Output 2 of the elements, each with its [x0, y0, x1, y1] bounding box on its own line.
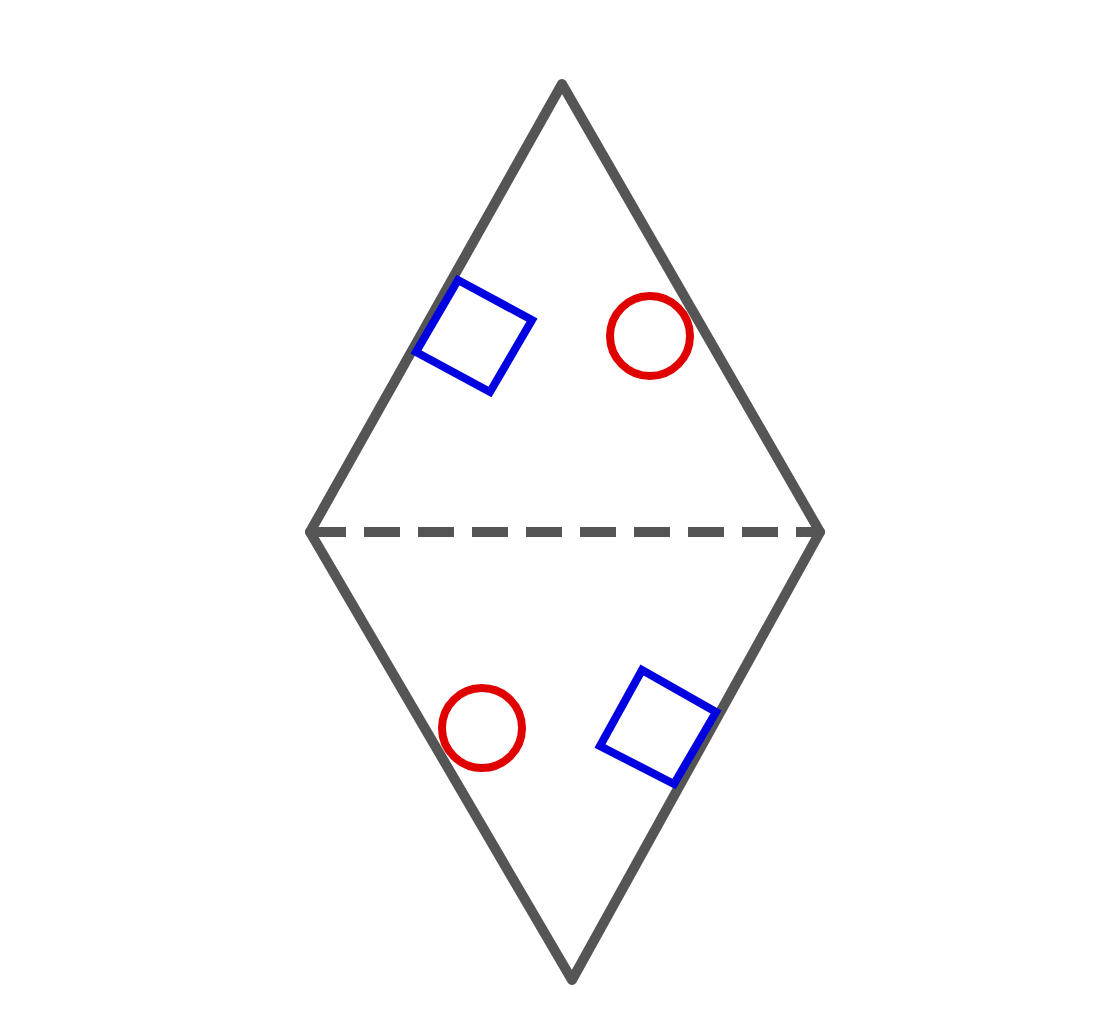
- triangle-drawing: [305, 527, 825, 985]
- triangle-drawing: [305, 79, 825, 537]
